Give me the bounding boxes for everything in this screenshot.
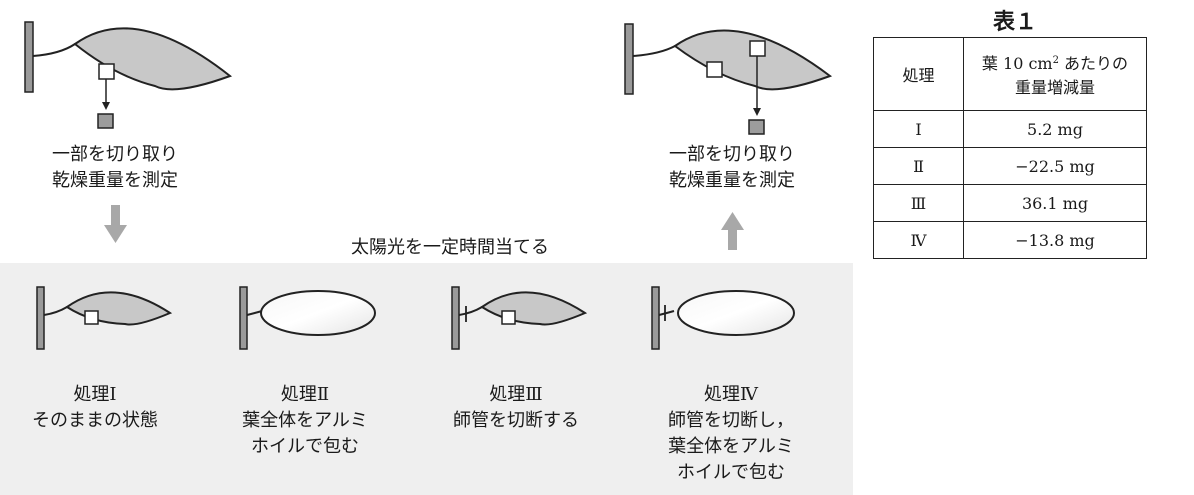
row-value: −22.5 mg xyxy=(963,147,1147,185)
treatment-1-caption: 処理Ⅰ そのままの状態 xyxy=(15,382,175,434)
up-arrow-icon xyxy=(721,212,744,250)
table-header-row: 処理 葉 10 cm2 あたりの 重量増減量 xyxy=(873,37,1147,111)
row-value: 36.1 mg xyxy=(963,184,1147,222)
treatment-title: 処理Ⅱ xyxy=(280,384,330,405)
table-row: Ⅳ −13.8 mg xyxy=(873,221,1147,259)
leaf-treatment-2-foil xyxy=(239,286,376,350)
treatment-4-caption: 処理Ⅳ 師管を切断し， 葉全体をアルミ ホイルで包む xyxy=(651,382,811,486)
row-treatment: Ⅰ xyxy=(873,110,964,148)
row-treatment: Ⅱ xyxy=(873,147,964,185)
table-row: Ⅰ 5.2 mg xyxy=(873,110,1147,148)
measure-caption-left: 一部を切り取り 乾燥重量を測定 xyxy=(52,144,178,191)
down-arrow-icon xyxy=(104,205,127,243)
treatment-2-caption: 処理Ⅱ 葉全体をアルミ ホイルで包む xyxy=(225,382,385,460)
leaf-treatment-3-cut xyxy=(451,286,588,350)
table-row: Ⅲ 36.1 mg xyxy=(873,184,1147,222)
row-treatment: Ⅲ xyxy=(873,184,964,222)
treatment-3-caption: 処理Ⅲ 師管を切断する xyxy=(436,382,596,434)
results-table: 処理 葉 10 cm2 あたりの 重量増減量 Ⅰ 5.2 mg Ⅱ −22.5 … xyxy=(873,37,1147,259)
leaf-treatment-4-cut-foil xyxy=(651,286,795,350)
treatment-title: 処理Ⅰ xyxy=(73,384,117,405)
sunlight-banner: 太陽光を一定時間当てる xyxy=(351,237,549,258)
header-treatment: 処理 xyxy=(873,37,964,111)
table-row: Ⅱ −22.5 mg xyxy=(873,147,1147,185)
measure-caption-right: 一部を切り取り 乾燥重量を測定 xyxy=(669,144,795,191)
leaf-sample-left xyxy=(24,21,233,129)
treatment-title: 処理Ⅳ xyxy=(704,384,758,405)
treatment-title: 処理Ⅲ xyxy=(489,384,543,405)
header-weight-change: 葉 10 cm2 あたりの 重量増減量 xyxy=(963,37,1147,111)
leaf-treatment-1 xyxy=(36,286,173,350)
row-value: 5.2 mg xyxy=(963,110,1147,148)
leaf-sample-right xyxy=(624,23,833,135)
row-treatment: Ⅳ xyxy=(873,221,964,259)
table-title: 表１ xyxy=(992,10,1037,35)
row-value: −13.8 mg xyxy=(963,221,1147,259)
